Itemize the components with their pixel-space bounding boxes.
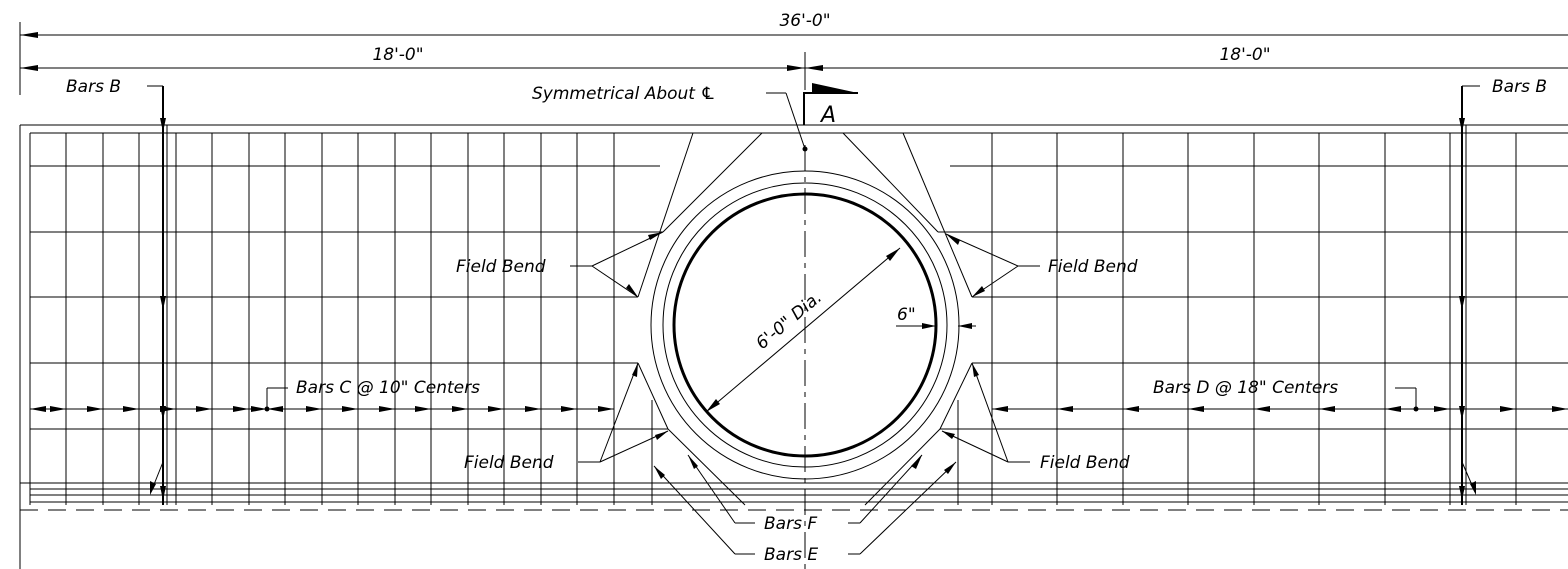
dim-right-half-text: 18'-0": [1219, 45, 1270, 65]
bars-c-label: Bars C @ 10" Centers: [296, 378, 480, 398]
bars-d-label: Bars D @ 18" Centers: [1153, 378, 1338, 398]
field-bend-lower-left: Field Bend: [464, 362, 669, 473]
vertical-bars-right: [991, 133, 1517, 505]
section-mark-a: A: [803, 83, 858, 128]
bars-e-callout: Bars E: [653, 461, 957, 565]
field-bend-ul-label: Field Bend: [456, 257, 546, 277]
vertical-bars-left: [65, 133, 615, 505]
dim-left-half-text: 18'-0": [372, 45, 423, 65]
field-bend-upper-right: Field Bend: [945, 233, 1138, 298]
clearance-dimension: 6": [896, 305, 976, 329]
dim-overall-text: 36'-0": [779, 11, 830, 31]
bars-f-callout: Bars F: [687, 454, 923, 534]
bars-d-chain: Bars D @ 18" Centers: [992, 378, 1568, 412]
field-bend-lower-right: Field Bend: [941, 362, 1130, 473]
dimension-overall: 36'-0": [19, 11, 1568, 95]
wall-outline: [19, 124, 1568, 569]
bars-c-chain: Bars C @ 10" Centers: [30, 378, 614, 412]
diameter-label: 6'-0" Dia.: [752, 288, 826, 354]
section-mark-label: A: [819, 103, 836, 128]
diameter-dimension: 6'-0" Dia.: [705, 247, 901, 413]
centerline: Symmetrical About ℄: [532, 84, 808, 569]
bars-b-right: Bars B: [1459, 77, 1547, 505]
field-bend-ur-label: Field Bend: [1048, 257, 1138, 277]
symmetrical-label: Symmetrical About ℄: [532, 84, 716, 104]
clearance-label: 6": [897, 305, 916, 325]
bars-f-label: Bars F: [764, 514, 817, 534]
field-bend-lr-label: Field Bend: [1040, 453, 1130, 473]
bars-b-left-label: Bars B: [66, 77, 121, 97]
dimension-halves: 18'-0" 18'-0": [20, 45, 1568, 90]
bars-b-right-label: Bars B: [1492, 77, 1547, 97]
field-bend-ll-label: Field Bend: [464, 453, 554, 473]
bars-e-label: Bars E: [764, 545, 818, 565]
bars-b-left: Bars B: [66, 77, 168, 505]
field-bend-upper-left: Field Bend: [456, 231, 664, 298]
